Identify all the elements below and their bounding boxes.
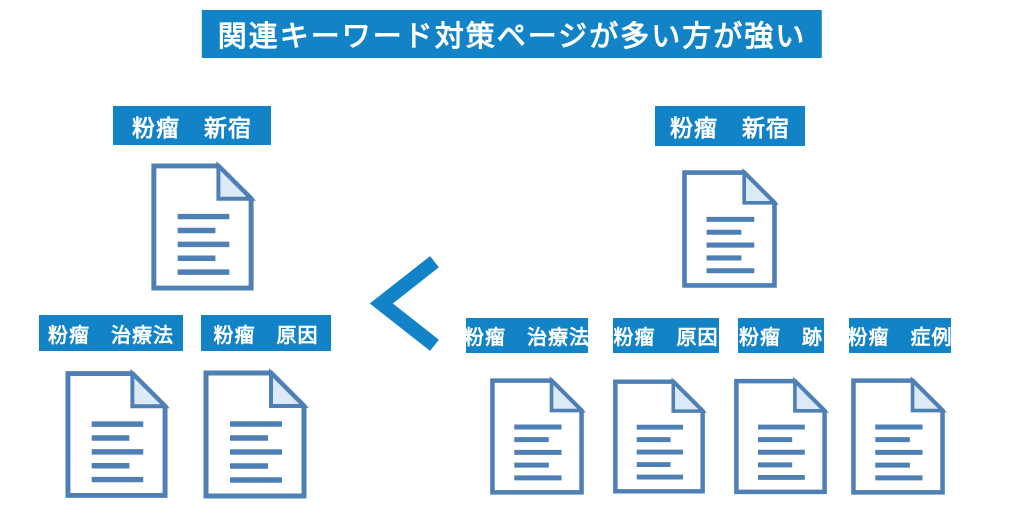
left-sub-keyword-label: 粉瘤 治療法: [39, 315, 183, 351]
document-icon: [851, 376, 947, 495]
document-icon: [490, 376, 586, 495]
left-sub-keyword-label: 粉瘤 原因: [201, 315, 331, 351]
document-icon: [682, 168, 779, 288]
document-icon: [734, 376, 829, 495]
less-than-icon: [369, 256, 439, 351]
right-sub-keyword-label: 粉瘤 跡: [738, 318, 824, 353]
right-main-keyword-label: 粉瘤 新宿: [655, 106, 805, 146]
document-icon: [613, 377, 707, 494]
diagram-title: 関連キーワード対策ページが多い方が強い: [201, 10, 823, 58]
left-main-keyword-label: 粉瘤 新宿: [113, 106, 271, 145]
right-sub-keyword-label: 粉瘤 原因: [613, 318, 719, 353]
document-icon: [65, 368, 170, 498]
document-icon: [151, 161, 256, 291]
right-sub-keyword-label: 粉瘤 治療法: [464, 318, 589, 353]
right-sub-keyword-label: 粉瘤 症例: [848, 318, 952, 353]
document-icon: [203, 368, 309, 499]
